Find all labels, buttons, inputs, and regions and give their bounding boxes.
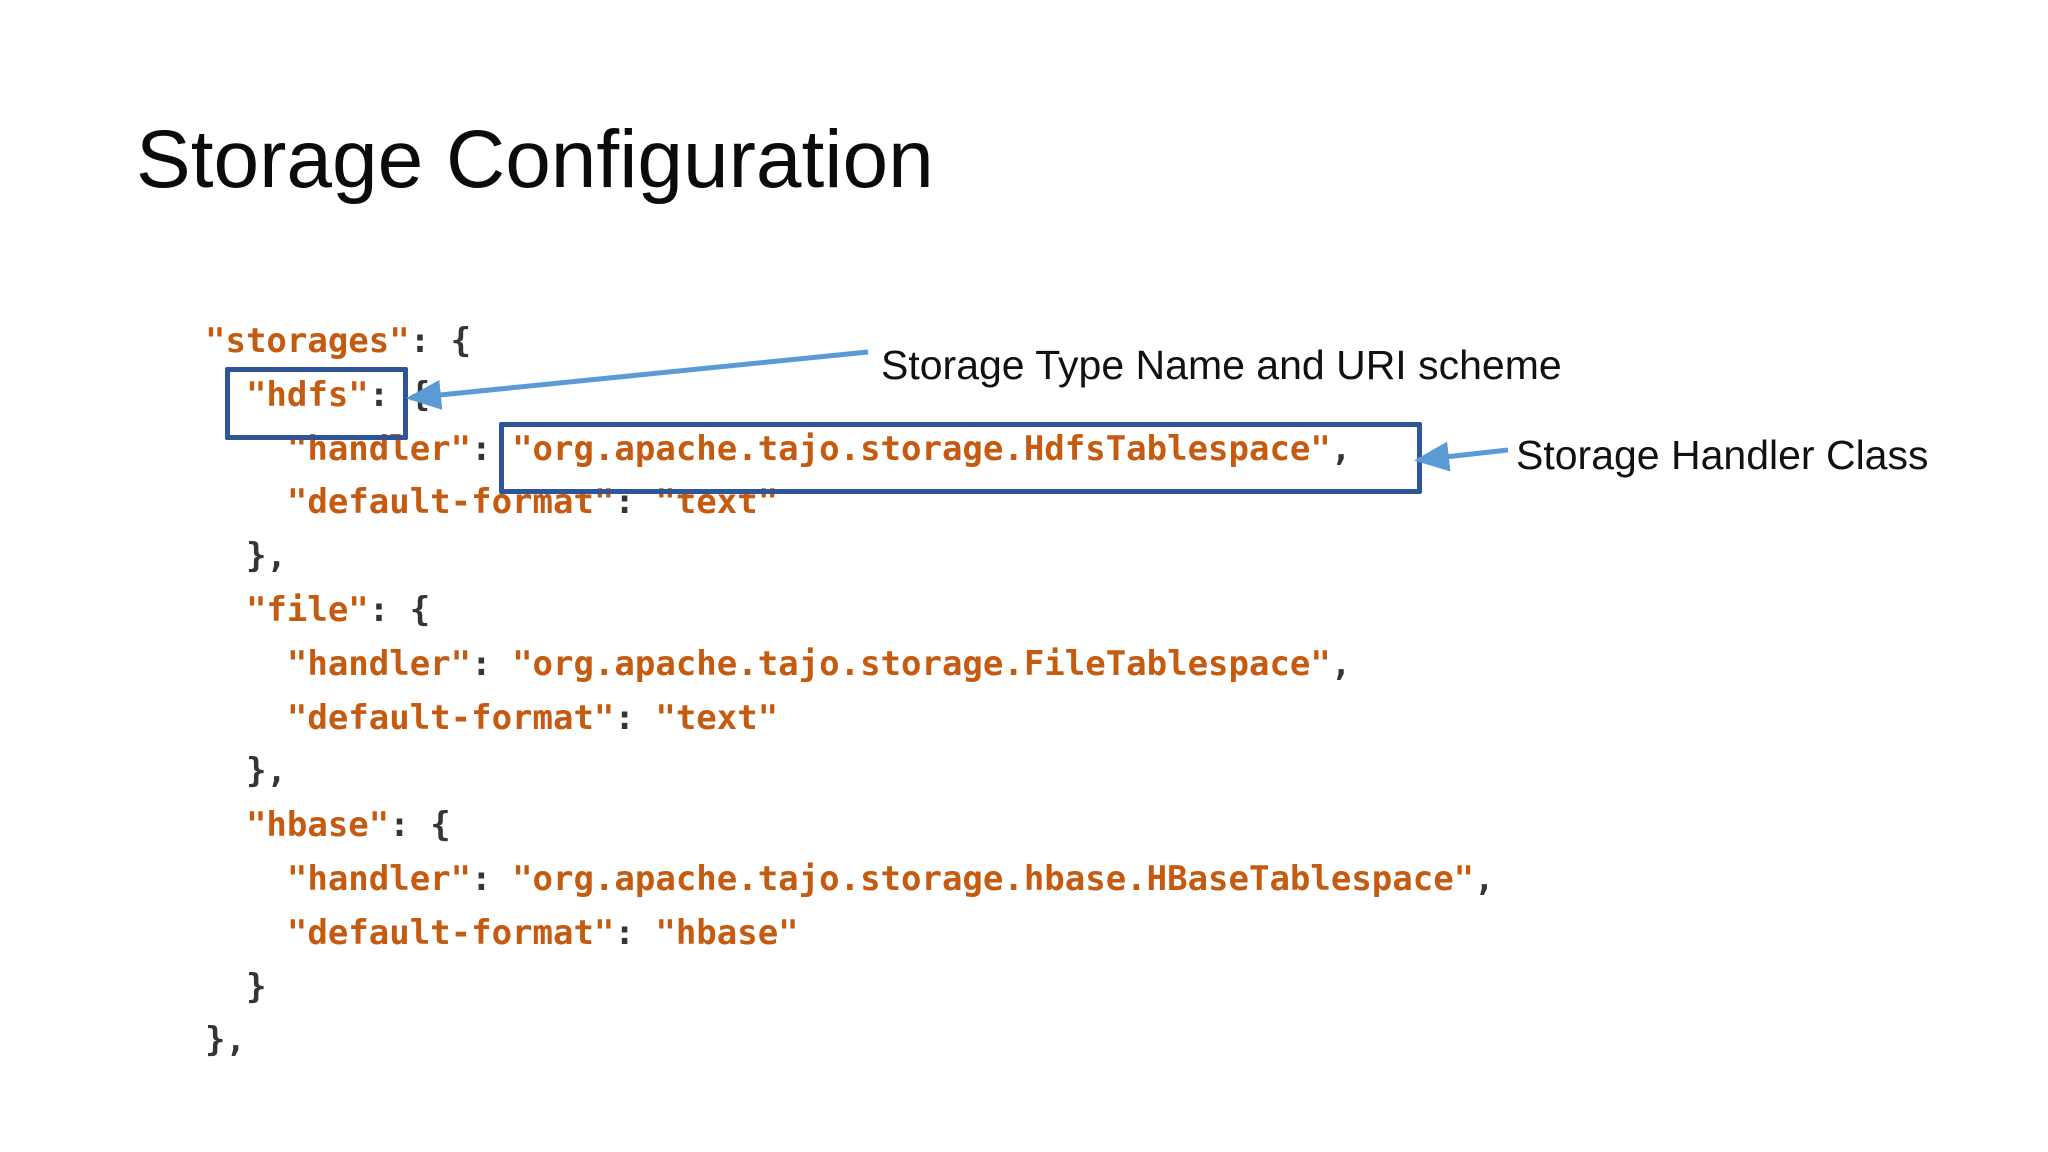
- code-line: "handler": "org.apache.tajo.storage.File…: [205, 638, 1495, 692]
- code-punct-token: [205, 644, 287, 684]
- highlight-box-storage-type: [225, 367, 408, 440]
- code-string-token: "handler": [286, 643, 472, 684]
- code-string-token: "org.apache.tajo.storage.FileTablespace": [512, 643, 1331, 684]
- code-string-token: "file": [245, 589, 369, 630]
- code-string-token: "hbase": [655, 912, 799, 953]
- code-line: },: [205, 745, 1495, 799]
- code-punct-token: }: [205, 966, 267, 1007]
- code-line: "default-format": "text": [205, 692, 1495, 746]
- code-punct-token: :: [471, 858, 513, 899]
- annotation-handler-class-label: Storage Handler Class: [1516, 432, 1929, 478]
- code-punct-token: [205, 590, 246, 630]
- code-string-token: "text": [655, 697, 779, 738]
- code-line: "hbase": {: [205, 799, 1495, 853]
- code-string-token: "default-format": [286, 697, 615, 738]
- code-punct-token: : {: [368, 589, 431, 630]
- code-string-token: "hdfs": [245, 374, 369, 415]
- code-punct-token: [205, 859, 287, 899]
- code-string-token: "default-format": [286, 912, 615, 953]
- code-punct-token: },: [205, 1020, 246, 1061]
- code-punct-token: [205, 913, 287, 953]
- code-punct-token: },: [205, 751, 287, 792]
- code-punct-token: :: [614, 912, 656, 953]
- code-string-token: "storages": [205, 321, 410, 361]
- code-line: "handler": "org.apache.tajo.storage.hbas…: [205, 853, 1495, 907]
- code-punct-token: ,: [1330, 428, 1352, 469]
- code-punct-token: [205, 805, 246, 845]
- code-punct-token: :: [614, 697, 656, 738]
- code-string-token: "handler": [286, 858, 472, 899]
- code-punct-token: },: [205, 536, 287, 577]
- code-string-token: "hbase": [245, 805, 390, 846]
- code-punct-token: [205, 698, 287, 738]
- code-punct-token: ,: [1474, 858, 1495, 899]
- code-line: },: [205, 1014, 1495, 1068]
- code-punct-token: [205, 482, 287, 522]
- highlight-box-handler-class: [499, 422, 1422, 494]
- code-string-token: "org.apache.tajo.storage.hbase.HBaseTabl…: [512, 858, 1475, 899]
- code-string-token: "org.apache.tajo.storage.HdfsTablespace": [512, 428, 1331, 469]
- code-line: },: [205, 530, 1495, 584]
- annotation-storage-type-label: Storage Type Name and URI scheme: [881, 342, 1562, 388]
- code-punct-token: :: [471, 428, 513, 469]
- code-punct-token: : {: [409, 321, 472, 361]
- code-line: "default-format": "hbase": [205, 907, 1495, 961]
- code-punct-token: ,: [1330, 643, 1352, 684]
- code-punct-token: : {: [389, 805, 451, 846]
- code-line: "file": {: [205, 584, 1495, 638]
- page-title: Storage Configuration: [136, 114, 934, 205]
- code-line: }: [205, 961, 1495, 1015]
- code-punct-token: :: [471, 643, 513, 684]
